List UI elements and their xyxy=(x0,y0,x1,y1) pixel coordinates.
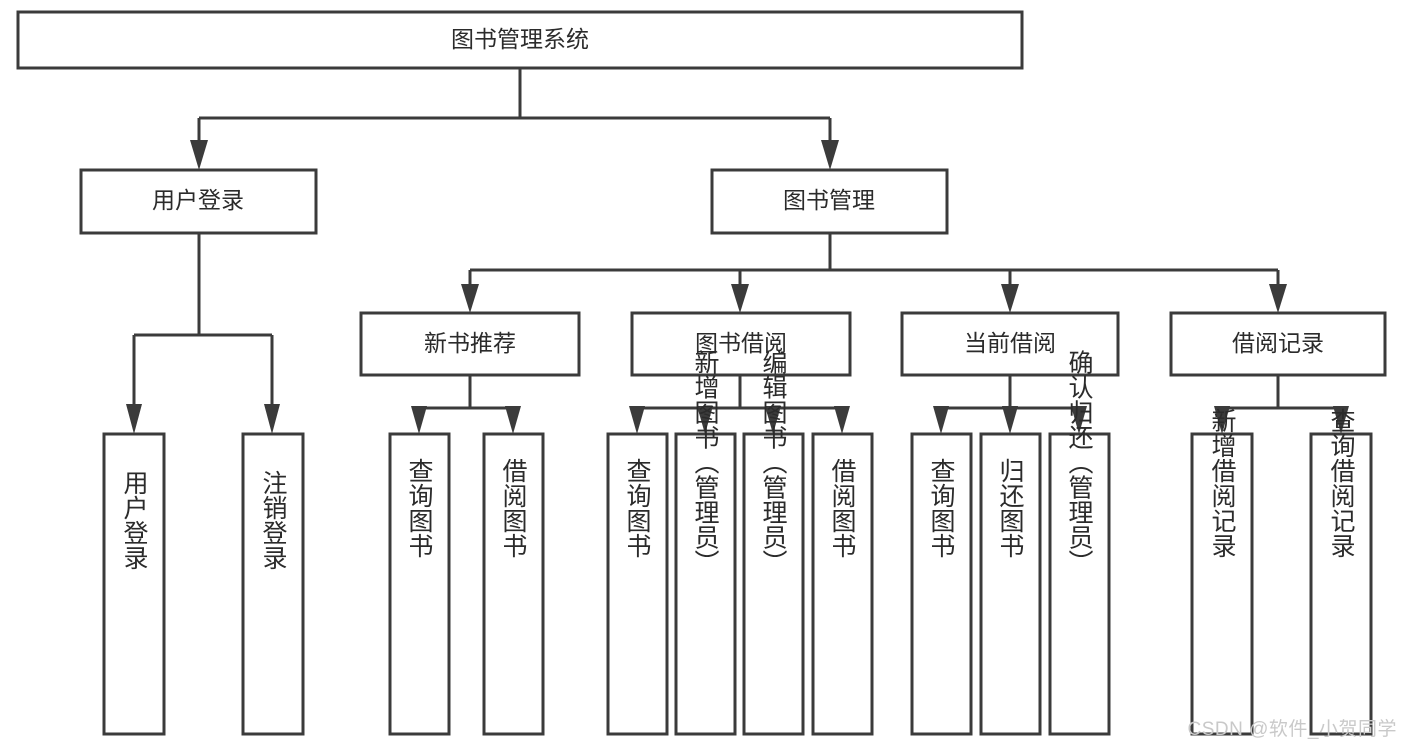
arrow-head-book-management xyxy=(821,140,839,170)
arrow-head-new-book-recommend xyxy=(461,284,479,313)
csdn-watermark: CSDN @软件_小贺同学 xyxy=(1187,719,1397,740)
leaf-query-borrow-record-label: 查询借阅记录 xyxy=(1327,408,1356,558)
leaf-add-book-box[interactable] xyxy=(674,432,737,736)
leaf-logout-login-label: 注销登录 xyxy=(259,470,288,570)
arrow-head-leaf-add-borrow-record xyxy=(1214,406,1230,434)
leaf-query-book-3-label: 查询图书 xyxy=(927,458,956,558)
leaf-add-borrow-record-label: 新增借阅记录 xyxy=(1208,408,1237,558)
leaf-borrow-book-2-label: 借阅图书 xyxy=(828,458,857,558)
leaf-node[interactable]: 借阅图书 xyxy=(811,432,874,736)
node-book-borrow-label: 图书借阅 xyxy=(695,330,787,356)
connectors-user-login-to-leaves xyxy=(126,233,280,434)
node-current-borrow[interactable]: 当前借阅 xyxy=(900,311,1120,377)
node-new-book-recommend-box[interactable] xyxy=(359,311,581,377)
node-new-book-recommend[interactable]: 新书推荐 xyxy=(359,311,581,377)
leaf-node[interactable]: 查询借阅记录 xyxy=(1309,408,1373,736)
leaf-edit-book-label: 编辑图书（管理员） xyxy=(759,350,788,575)
leaf-return-book-label: 归还图书 xyxy=(996,458,1025,558)
arrow-head-leaf-user-login xyxy=(126,404,142,434)
connectors-current-borrow-to-leaves xyxy=(933,375,1087,434)
arrow-head-leaf-borrow-book-1 xyxy=(505,406,521,434)
node-new-book-recommend-label: 新书推荐 xyxy=(424,330,516,356)
node-root[interactable]: 图书管理系统 xyxy=(16,10,1024,70)
connectors-root-to-level2 xyxy=(190,68,839,170)
connectors-book-management-to-level3 xyxy=(461,233,1287,313)
leaf-node[interactable]: 用户登录 xyxy=(102,432,166,736)
arrow-head-book-borrow xyxy=(731,284,749,313)
node-borrow-record[interactable]: 借阅记录 xyxy=(1169,311,1387,377)
node-book-management-box[interactable] xyxy=(710,168,949,235)
node-root-box[interactable] xyxy=(16,10,1024,70)
leaf-logout-login-box[interactable] xyxy=(241,432,305,736)
node-borrow-record-box[interactable] xyxy=(1169,311,1387,377)
leaf-node[interactable]: 借阅图书 xyxy=(482,432,545,736)
leaf-query-book-3-box[interactable] xyxy=(910,432,973,736)
node-user-login[interactable]: 用户登录 xyxy=(79,168,318,235)
leaf-confirm-return-box[interactable] xyxy=(1048,432,1111,736)
leaf-return-book-box[interactable] xyxy=(979,432,1042,736)
leaf-node[interactable]: 查询图书 xyxy=(388,432,451,736)
arrow-head-leaf-add-book xyxy=(697,406,713,434)
node-current-borrow-label: 当前借阅 xyxy=(964,330,1056,356)
node-book-borrow[interactable]: 图书借阅 xyxy=(630,311,852,377)
node-book-management-label: 图书管理 xyxy=(783,187,875,213)
leaf-borrow-book-2-box[interactable] xyxy=(811,432,874,736)
node-book-management[interactable]: 图书管理 xyxy=(710,168,949,235)
node-borrow-record-label: 借阅记录 xyxy=(1232,330,1324,356)
arrow-head-leaf-confirm-return xyxy=(1071,406,1087,434)
connectors-book-borrow-to-leaves xyxy=(629,375,850,434)
node-user-login-label: 用户登录 xyxy=(152,187,244,213)
leaf-query-book-2-label: 查询图书 xyxy=(623,458,652,558)
arrow-head-leaf-query-book-1 xyxy=(411,406,427,434)
leaf-node[interactable]: 归还图书 xyxy=(979,432,1042,736)
node-book-borrow-box[interactable] xyxy=(630,311,852,377)
leaf-borrow-book-1-box[interactable] xyxy=(482,432,545,736)
leaf-node[interactable]: 注销登录 xyxy=(241,432,305,736)
arrow-head-current-borrow xyxy=(1001,284,1019,313)
node-current-borrow-box[interactable] xyxy=(900,311,1120,377)
leaf-node[interactable]: 查询图书 xyxy=(910,432,973,736)
connectors-borrow-record-to-leaves xyxy=(1214,375,1349,434)
arrow-head-user-login xyxy=(190,140,208,170)
arrow-head-leaf-borrow-book-2 xyxy=(834,406,850,434)
arrow-head-leaf-return-book xyxy=(1002,406,1018,434)
leaf-query-borrow-record-box[interactable] xyxy=(1309,432,1373,736)
leaf-query-book-1-label: 查询图书 xyxy=(405,458,434,558)
arrow-head-leaf-edit-book xyxy=(765,406,781,434)
leaf-node[interactable]: 确认归还（管理员） xyxy=(1048,350,1111,736)
arrow-head-borrow-record xyxy=(1269,284,1287,313)
leaf-user-login-label: 用户登录 xyxy=(120,470,149,570)
leaf-confirm-return-label: 确认归还（管理员） xyxy=(1065,350,1094,575)
leaf-node[interactable]: 新增借阅记录 xyxy=(1190,408,1254,736)
arrow-head-leaf-query-book-2 xyxy=(629,406,645,434)
leaf-node[interactable]: 查询图书 xyxy=(606,432,669,736)
leaf-add-borrow-record-box[interactable] xyxy=(1190,432,1254,736)
connectors-new-book-recommend-to-leaves xyxy=(411,375,521,434)
leaf-node[interactable]: 编辑图书（管理员） xyxy=(742,350,805,736)
leaf-query-book-1-box[interactable] xyxy=(388,432,451,736)
leaf-query-book-2-box[interactable] xyxy=(606,432,669,736)
node-root-label: 图书管理系统 xyxy=(451,26,589,52)
arrow-head-leaf-logout-login xyxy=(264,404,280,434)
node-user-login-box[interactable] xyxy=(79,168,318,235)
leaf-node[interactable]: 新增图书（管理员） xyxy=(674,350,737,736)
arrow-head-leaf-query-borrow-record xyxy=(1333,406,1349,434)
leaf-add-book-label: 新增图书（管理员） xyxy=(691,350,720,575)
leaf-edit-book-box[interactable] xyxy=(742,432,805,736)
arrow-head-leaf-query-book-3 xyxy=(933,406,949,434)
leaf-borrow-book-1-label: 借阅图书 xyxy=(499,458,528,558)
leaf-user-login-box[interactable] xyxy=(102,432,166,736)
